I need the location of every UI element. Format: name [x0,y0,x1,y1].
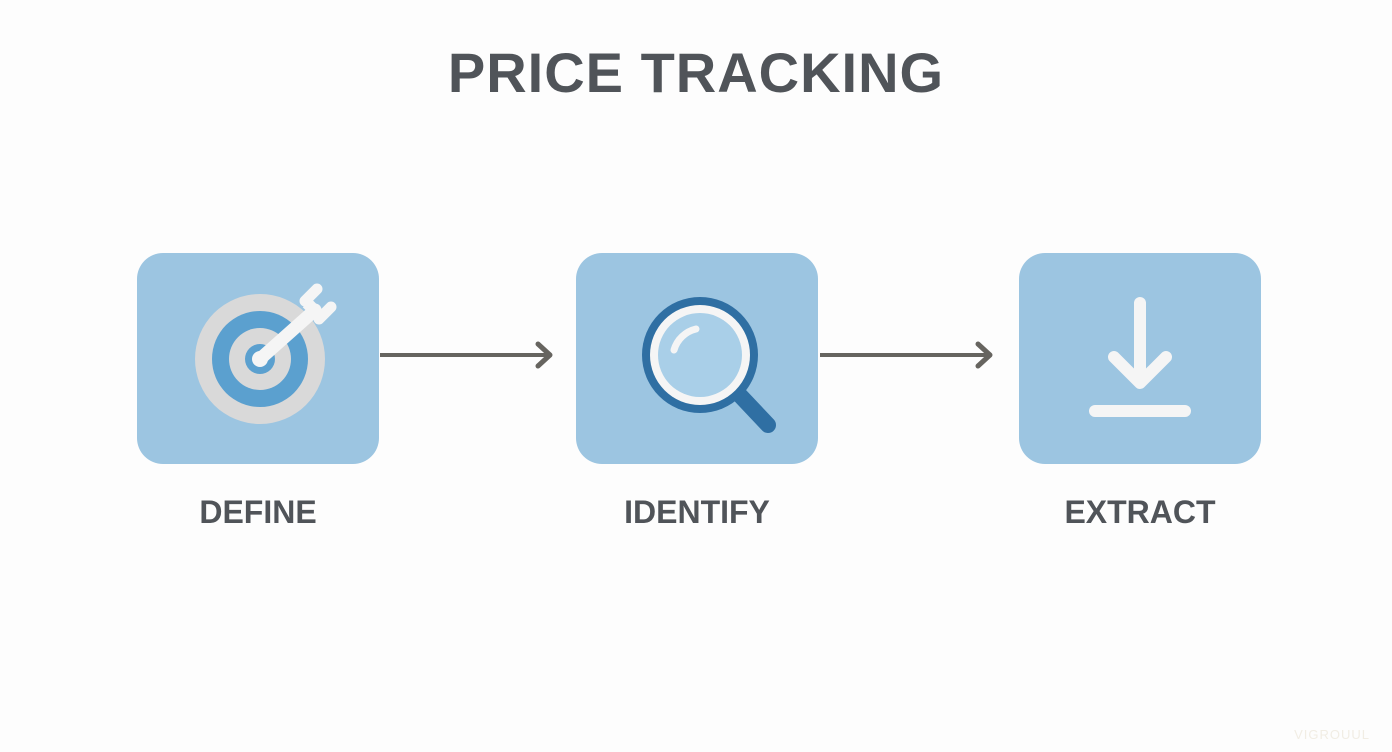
step-define-label: DEFINE [199,494,317,530]
download-icon [1089,297,1191,417]
diagram-title: PRICE TRACKING [447,41,945,104]
step-identify-box [576,253,818,464]
arrow-icon [380,341,553,369]
step-extract-label: EXTRACT [1064,494,1216,530]
watermark: VIGROUUL [1294,727,1370,742]
target-wrench-icon [195,283,337,424]
step-extract-box [1019,253,1261,464]
step-define-box [137,253,379,464]
magnifier-icon [642,297,776,433]
arrow-icon [820,341,993,369]
step-identify-label: IDENTIFY [624,494,770,530]
